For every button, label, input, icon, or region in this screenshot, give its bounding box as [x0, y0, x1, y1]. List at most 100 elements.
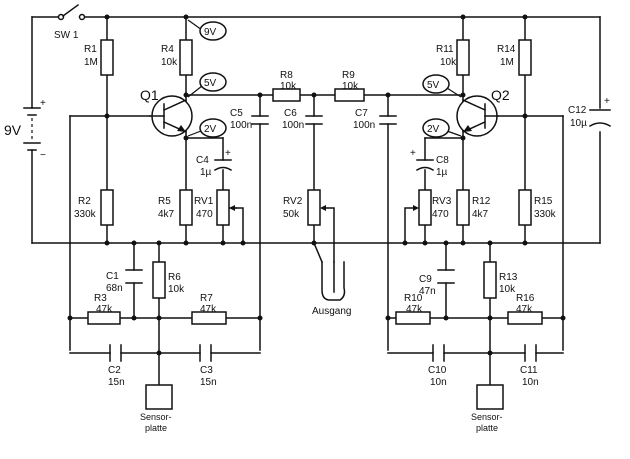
sensor-plate-left: Sensor- platte [140, 384, 173, 433]
r16-value: 47k [516, 304, 533, 315]
c5-name: C5 [230, 108, 243, 119]
sensor-left-line2: platte [145, 423, 167, 433]
rv3-name: RV3 [432, 196, 452, 207]
c3-name: C3 [200, 365, 213, 376]
r2-name: R2 [78, 196, 91, 207]
r8-name: R8 [280, 70, 293, 81]
tp-5v-left-label: 5V [204, 78, 217, 89]
r14-name: R14 [497, 44, 516, 55]
rv2-value: 50k [283, 209, 300, 220]
r3-value: 47k [96, 304, 113, 315]
resistor-r15 [518, 189, 532, 226]
r14-value: 1M [500, 57, 514, 68]
potentiometer-rv1 [216, 189, 230, 226]
battery: + − 9V [4, 98, 46, 161]
r2-value: 330k [74, 209, 97, 220]
resistor-r13 [483, 261, 497, 299]
c12-name: C12 [568, 105, 587, 116]
transistor-q1: Q1 [140, 87, 193, 137]
r5-value: 4k7 [158, 209, 175, 220]
tp-5v-right-label: 5V [427, 80, 440, 91]
r1-name: R1 [84, 44, 97, 55]
resistor-r4 [179, 39, 193, 76]
c6-value: 100n [282, 120, 304, 131]
rv2-name: RV2 [283, 196, 303, 207]
resistor-r1 [100, 39, 114, 76]
resistor-r11 [456, 39, 470, 76]
potentiometer-rv2 [307, 189, 321, 226]
r7-value: 47k [200, 304, 217, 315]
resistor-r8 [272, 88, 301, 102]
c5-value: 100n [230, 120, 252, 131]
r7-name: R7 [200, 293, 213, 304]
r11-name: R11 [436, 44, 454, 55]
tp-9v-label: 9V [204, 27, 217, 38]
r10-name: R10 [404, 293, 423, 304]
c12-plus: + [604, 96, 610, 107]
r5-name: R5 [158, 196, 171, 207]
wires [31, 16, 601, 386]
resistor-r10 [395, 311, 431, 325]
resistor-r2 [100, 189, 114, 226]
c8-plus: + [410, 148, 416, 159]
test-points: 9V 5V 2V 5V 2V [187, 19, 462, 138]
rv1-name: RV1 [194, 196, 214, 207]
resistor-r6 [152, 261, 166, 299]
r9-name: R9 [342, 70, 355, 81]
capacitors: C5 100n C6 100n C7 100n + C4 1µ + C8 1µ … [106, 108, 539, 388]
sensor-right-line1: Sensor- [471, 412, 503, 422]
c11-value: 10n [522, 377, 539, 388]
r16-name: R16 [516, 293, 535, 304]
c4-value: 1µ [200, 167, 212, 178]
junction-dots [67, 14, 566, 356]
resistor-r3 [87, 311, 121, 325]
c7-name: C7 [355, 108, 368, 119]
output-label: Ausgang [312, 306, 351, 317]
potentiometer-rv3 [418, 189, 432, 226]
c4-name: C4 [196, 155, 209, 166]
c6-name: C6 [284, 108, 297, 119]
c10-value: 10n [430, 377, 447, 388]
c12-value: 10µ [570, 118, 587, 129]
c1-value: 68n [106, 283, 123, 294]
r3-name: R3 [94, 293, 107, 304]
sensor-left-line1: Sensor- [140, 412, 172, 422]
battery-plus-label: + [40, 98, 46, 109]
r4-value: 10k [161, 57, 178, 68]
c2-value: 15n [108, 377, 125, 388]
resistor-r9 [334, 88, 365, 102]
battery-voltage-label: 9V [4, 122, 22, 138]
c7-value: 100n [353, 120, 375, 131]
resistor-r7 [191, 311, 227, 325]
capacitor-c12: + C12 10µ [568, 96, 612, 129]
resistor-r12 [456, 189, 470, 226]
tp-2v-right-label: 2V [427, 124, 440, 135]
r12-name: R12 [472, 196, 491, 207]
sensor-plate-right: Sensor- platte [471, 384, 504, 433]
r6-name: R6 [168, 272, 181, 283]
r4-name: R4 [161, 44, 174, 55]
resistors: R1 1M R2 330k R4 10k R5 4k7 RV1 470 R8 1… [74, 39, 557, 325]
r15-name: R15 [534, 196, 553, 207]
rv1-value: 470 [196, 209, 213, 220]
c4-plus: + [225, 148, 231, 159]
tp-2v-left-label: 2V [204, 124, 217, 135]
rv3-value: 470 [432, 209, 449, 220]
r1-value: 1M [84, 57, 98, 68]
c9-name: C9 [419, 274, 432, 285]
r15-value: 330k [534, 209, 557, 220]
r13-value: 10k [499, 284, 516, 295]
r12-value: 4k7 [472, 209, 489, 220]
r13-name: R13 [499, 272, 518, 283]
switch-label: SW 1 [54, 30, 79, 41]
transistor-q2: Q2 [456, 87, 510, 137]
c10-name: C10 [428, 365, 447, 376]
c8-name: C8 [436, 155, 449, 166]
r9-value: 10k [342, 81, 359, 92]
r10-value: 47k [406, 304, 423, 315]
c8-value: 1µ [436, 167, 448, 178]
resistor-r5 [179, 189, 193, 226]
r11-value: 10k [440, 57, 457, 68]
c9-value: 47n [419, 286, 436, 297]
